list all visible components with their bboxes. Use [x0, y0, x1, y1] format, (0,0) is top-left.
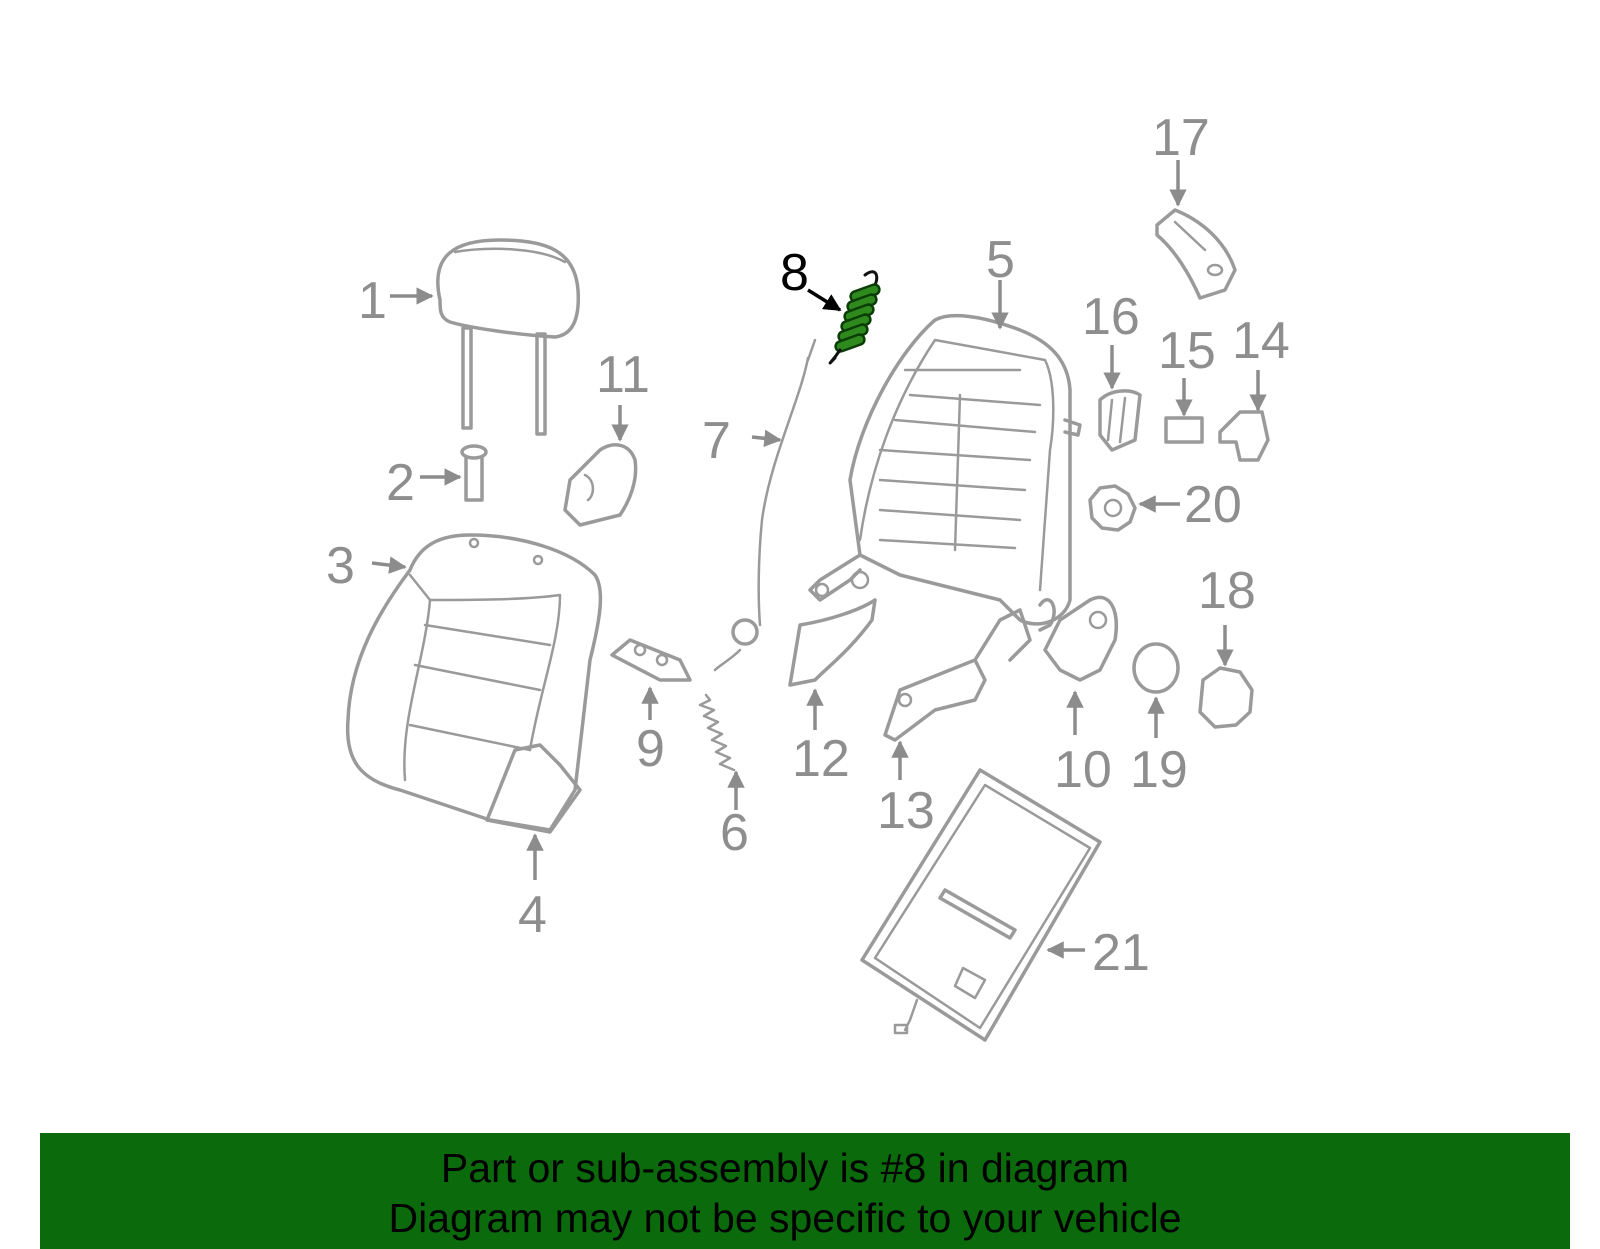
part-9-trim[interactable] — [610, 638, 692, 682]
part-5-backrest-frame[interactable] — [808, 313, 1082, 632]
part-8-spring-highlighted[interactable] — [828, 270, 881, 365]
callout-18[interactable]: 18 — [1198, 562, 1256, 620]
part-2-guide-sleeve[interactable] — [460, 444, 488, 502]
callout-17[interactable]: 17 — [1152, 109, 1210, 167]
callout-14[interactable]: 14 — [1232, 312, 1290, 370]
callout-8[interactable]: 8 — [780, 244, 809, 302]
part-10-hinge-cover[interactable] — [1043, 595, 1118, 682]
part-11-bracket[interactable] — [563, 443, 638, 527]
parts-diagram: 1 2 3 4 5 6 — [326, 109, 1290, 1042]
callout-3[interactable]: 3 — [326, 537, 355, 595]
callout-1[interactable]: 1 — [358, 272, 387, 330]
callout-13[interactable]: 13 — [877, 782, 935, 840]
callout-15[interactable]: 15 — [1158, 322, 1216, 380]
part-18-cap[interactable] — [1198, 666, 1254, 729]
part-16-cover[interactable] — [1098, 389, 1142, 452]
part-7-cable[interactable] — [713, 338, 817, 672]
callout-20[interactable]: 20 — [1184, 476, 1242, 534]
callout-11[interactable]: 11 — [596, 346, 650, 404]
info-banner: Part or sub-assembly is #8 in diagram Di… — [40, 1133, 1570, 1249]
callout-21[interactable]: 21 — [1092, 924, 1150, 982]
part-20-gear[interactable] — [1088, 484, 1137, 532]
banner-line-2: Diagram may not be specific to your vehi… — [388, 1195, 1182, 1241]
callout-19[interactable]: 19 — [1130, 741, 1188, 799]
callout-10[interactable]: 10 — [1054, 741, 1112, 799]
callout-6[interactable]: 6 — [720, 804, 749, 862]
part-21-heating-pad[interactable] — [860, 768, 1102, 1042]
callout-16[interactable]: 16 — [1082, 288, 1140, 346]
callout-2[interactable]: 2 — [386, 454, 415, 512]
callout-4[interactable]: 4 — [518, 886, 547, 944]
part-19-ring[interactable] — [1132, 642, 1180, 694]
callout-7[interactable]: 7 — [702, 412, 731, 470]
part-17-handle[interactable] — [1155, 208, 1237, 300]
part-3-backrest-cover[interactable] — [345, 533, 603, 834]
part-13-hinge-bracket[interactable] — [883, 608, 1032, 742]
part-6-spring[interactable] — [698, 693, 736, 772]
banner-line-1: Part or sub-assembly is #8 in diagram — [440, 1145, 1130, 1191]
part-12-side-panel[interactable] — [788, 598, 877, 687]
callout-9[interactable]: 9 — [636, 720, 665, 778]
callout-12[interactable]: 12 — [792, 730, 850, 788]
part-14-knob[interactable] — [1218, 410, 1270, 462]
part-15-clip[interactable] — [1164, 416, 1204, 444]
callout-5[interactable]: 5 — [986, 231, 1015, 289]
part-1-headrest[interactable] — [436, 238, 581, 436]
